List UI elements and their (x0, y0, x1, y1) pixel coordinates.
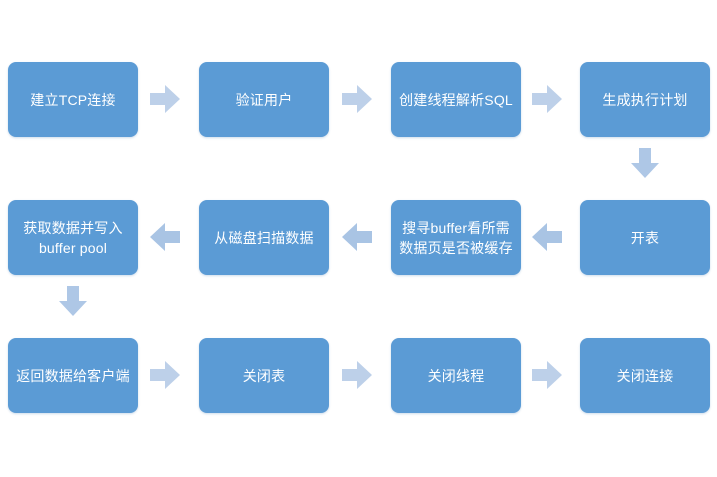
process-node-open-table[interactable]: 开表 (580, 200, 710, 275)
arrow-left-row2-1 (148, 220, 182, 254)
process-node-search-buffer-for-cached-page[interactable]: 搜寻buffer看所需 数据页是否被缓存 (391, 200, 521, 275)
process-node-verify-user[interactable]: 验证用户 (199, 62, 329, 137)
node-label: 开表 (630, 229, 660, 246)
node-label: 创建线程解析SQL (399, 91, 513, 108)
process-node-create-thread-parse-sql[interactable]: 创建线程解析SQL (391, 62, 521, 137)
process-node-close-connection[interactable]: 关闭连接 (580, 338, 710, 413)
node-label: 生成执行计划 (602, 91, 688, 108)
process-node-fetch-data-write-buffer-pool[interactable]: 获取数据并写入 buffer pool (8, 200, 138, 275)
node-label: 返回数据给客户端 (16, 367, 130, 384)
node-label: 关闭连接 (616, 367, 674, 384)
arrow-right-row3-2 (340, 358, 374, 392)
node-label: 关闭表 (242, 367, 286, 384)
process-node-close-table[interactable]: 关闭表 (199, 338, 329, 413)
process-node-establish-tcp-connection[interactable]: 建立TCP连接 (8, 62, 138, 137)
process-node-scan-data-from-disk[interactable]: 从磁盘扫描数据 (199, 200, 329, 275)
node-label: 关闭线程 (427, 367, 485, 384)
process-node-close-thread[interactable]: 关闭线程 (391, 338, 521, 413)
arrow-right-row3-1 (148, 358, 182, 392)
arrow-right-row1-3 (530, 82, 564, 116)
node-label: 建立TCP连接 (30, 91, 116, 108)
arrow-left-row2-3 (530, 220, 564, 254)
node-label: 搜寻buffer看所需 数据页是否被缓存 (399, 219, 513, 256)
arrow-right-row3-3 (530, 358, 564, 392)
process-node-generate-execution-plan[interactable]: 生成执行计划 (580, 62, 710, 137)
arrow-left-row2-2 (340, 220, 374, 254)
node-label: 验证用户 (235, 91, 293, 108)
arrow-down-connector-left (56, 284, 90, 318)
node-label: 从磁盘扫描数据 (214, 229, 314, 246)
node-label: 获取数据并写入 buffer pool (23, 219, 123, 256)
process-node-return-data-to-client[interactable]: 返回数据给客户端 (8, 338, 138, 413)
arrow-right-row1-1 (148, 82, 182, 116)
arrow-right-row1-2 (340, 82, 374, 116)
arrow-down-connector-right (628, 146, 662, 180)
